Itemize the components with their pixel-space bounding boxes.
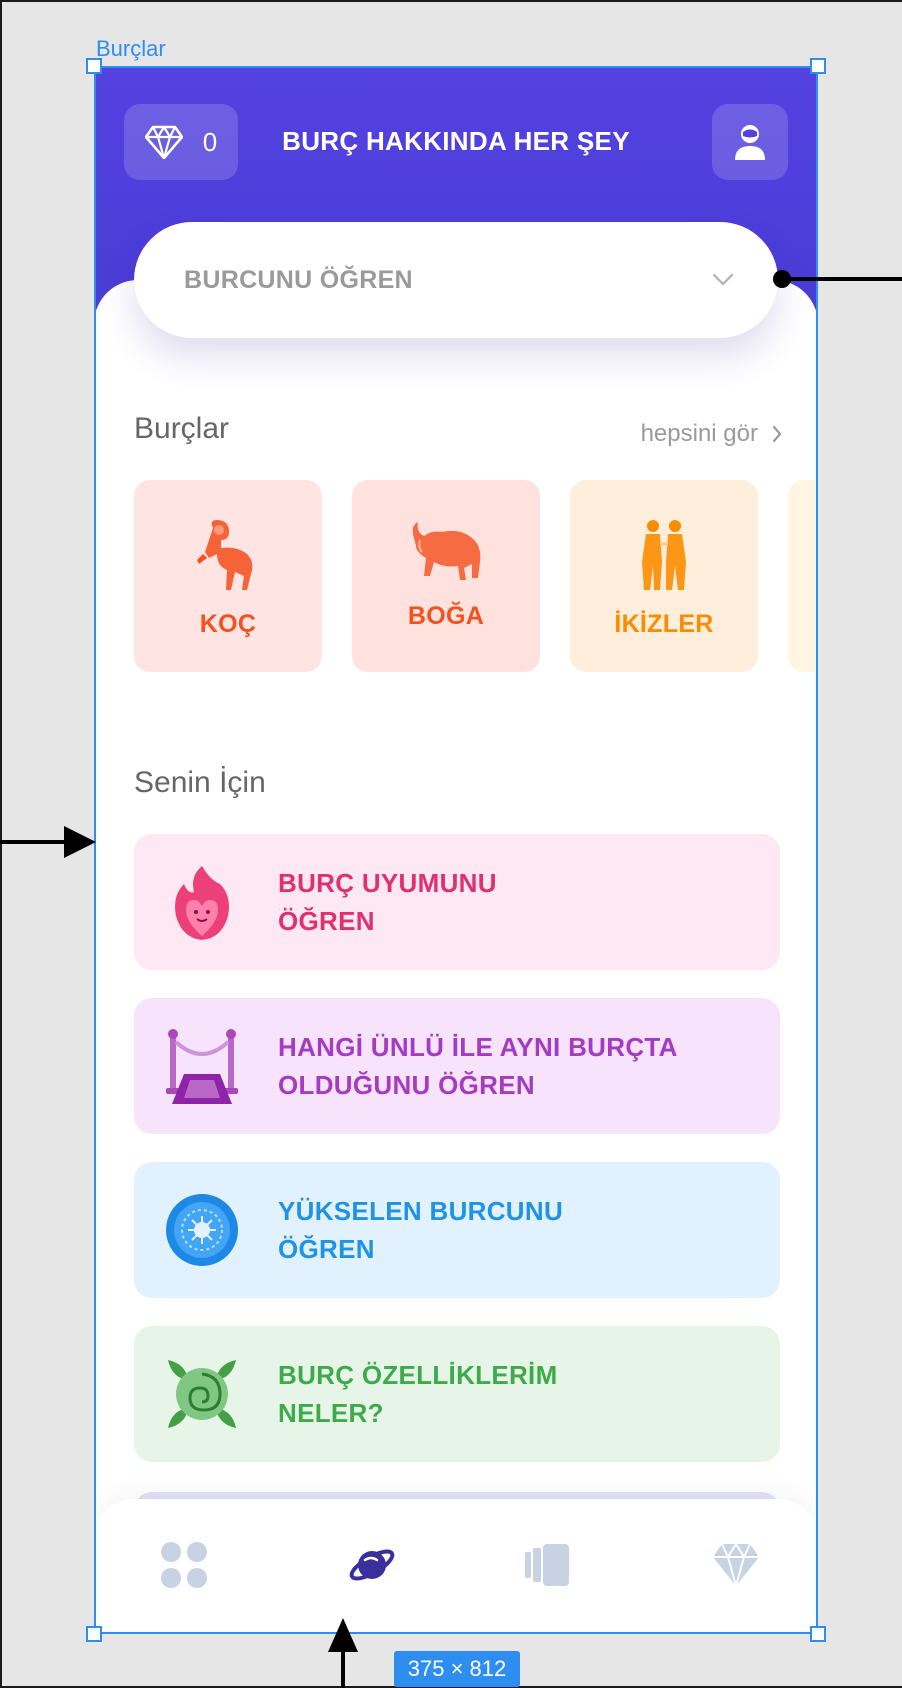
resize-handle-bottom-left[interactable] [86, 1626, 102, 1642]
connector-dot[interactable] [773, 270, 791, 288]
flaming-heart-icon [164, 862, 240, 942]
user-icon [735, 125, 765, 160]
zodiac-label: KOÇ [199, 610, 257, 638]
planet-icon [349, 1549, 395, 1581]
feature-card-unlu[interactable]: HANGİ ÜNLÜ İLE AYNI BURÇTA OLDUĞUNU ÖĞRE… [134, 998, 780, 1134]
twins-icon [642, 520, 686, 590]
feature-label: BURÇ UYUMUNU ÖĞREN [278, 868, 497, 936]
grid-icon [161, 1542, 207, 1588]
feature-card-burc-uyumu[interactable]: BURÇ UYUMUNU ÖĞREN [134, 834, 780, 970]
red-carpet-icon [164, 1026, 240, 1106]
nav-item-premium[interactable] [706, 1535, 766, 1595]
feature-card-ozellikler[interactable]: BURÇ ÖZELLİKLERİM NELER? [134, 1326, 780, 1462]
ram-icon [197, 520, 253, 590]
zodiac-select-dropdown[interactable]: BURCUNU ÖĞREN [134, 222, 778, 338]
resize-handle-bottom-right[interactable] [810, 1626, 826, 1642]
zodiac-label: BOĞA [407, 602, 485, 630]
zodiac-card-ikizler[interactable]: İKİZLER [570, 480, 758, 672]
resize-handle-top-left[interactable] [86, 58, 102, 74]
feature-label: HANGİ ÜNLÜ İLE AYNI BURÇTA OLDUĞUNU ÖĞRE… [278, 1032, 678, 1100]
chevron-right-icon [772, 425, 782, 443]
chevron-down-icon [712, 273, 734, 286]
feature-label: YÜKSELEN BURCUNU ÖĞREN [278, 1196, 564, 1264]
feature-label: BURÇ ÖZELLİKLERİM NELER? [278, 1360, 558, 1428]
diamond-icon [144, 125, 183, 159]
zodiac-card-boga[interactable]: BOĞA [352, 480, 540, 672]
bull-icon [412, 522, 481, 580]
connector-line-left [0, 840, 70, 844]
gem-count: 0 [202, 126, 218, 157]
for-you-section-title: Senin İçin [134, 766, 266, 799]
app-frame: 0 BURÇ HAKKINDA HER ŞEY BURCUNU ÖĞREN Bu… [94, 66, 818, 1634]
dropdown-label: BURCUNU ÖĞREN [184, 265, 413, 294]
zodiac-label: İKİZLER [614, 610, 714, 638]
cards-icon [525, 1544, 569, 1586]
profile-button[interactable] [712, 104, 788, 180]
arrow-right-icon [64, 826, 96, 858]
frame-label[interactable]: Burçlar [96, 36, 166, 61]
nav-item-cards[interactable] [518, 1535, 578, 1595]
rose-icon [164, 1354, 240, 1434]
app-title: BURÇ HAKKINDA HER ŞEY [282, 126, 630, 156]
connector-line-right [784, 277, 902, 281]
zodiac-section-title: Burçlar [134, 412, 230, 445]
nav-item-zodiac[interactable] [342, 1535, 402, 1595]
see-all-link[interactable]: hepsini gör [641, 420, 782, 448]
see-all-label: hepsini gör [640, 420, 758, 447]
nav-item-home[interactable] [154, 1535, 214, 1595]
zodiac-card-koc[interactable]: KOÇ [134, 480, 322, 672]
gem-balance-button[interactable]: 0 [124, 104, 238, 180]
zodiac-card-partial[interactable] [788, 480, 818, 672]
feature-card-yukselen[interactable]: YÜKSELEN BURCUNU ÖĞREN [134, 1162, 780, 1298]
arrow-up-icon [328, 1618, 358, 1652]
resize-handle-top-right[interactable] [810, 58, 826, 74]
bottom-nav [94, 1499, 818, 1634]
diamond-icon [713, 1543, 759, 1587]
zodiac-wheel-icon [164, 1190, 240, 1270]
frame-size-badge: 375 × 812 [394, 1651, 520, 1687]
connector-line-bottom [341, 1652, 345, 1688]
